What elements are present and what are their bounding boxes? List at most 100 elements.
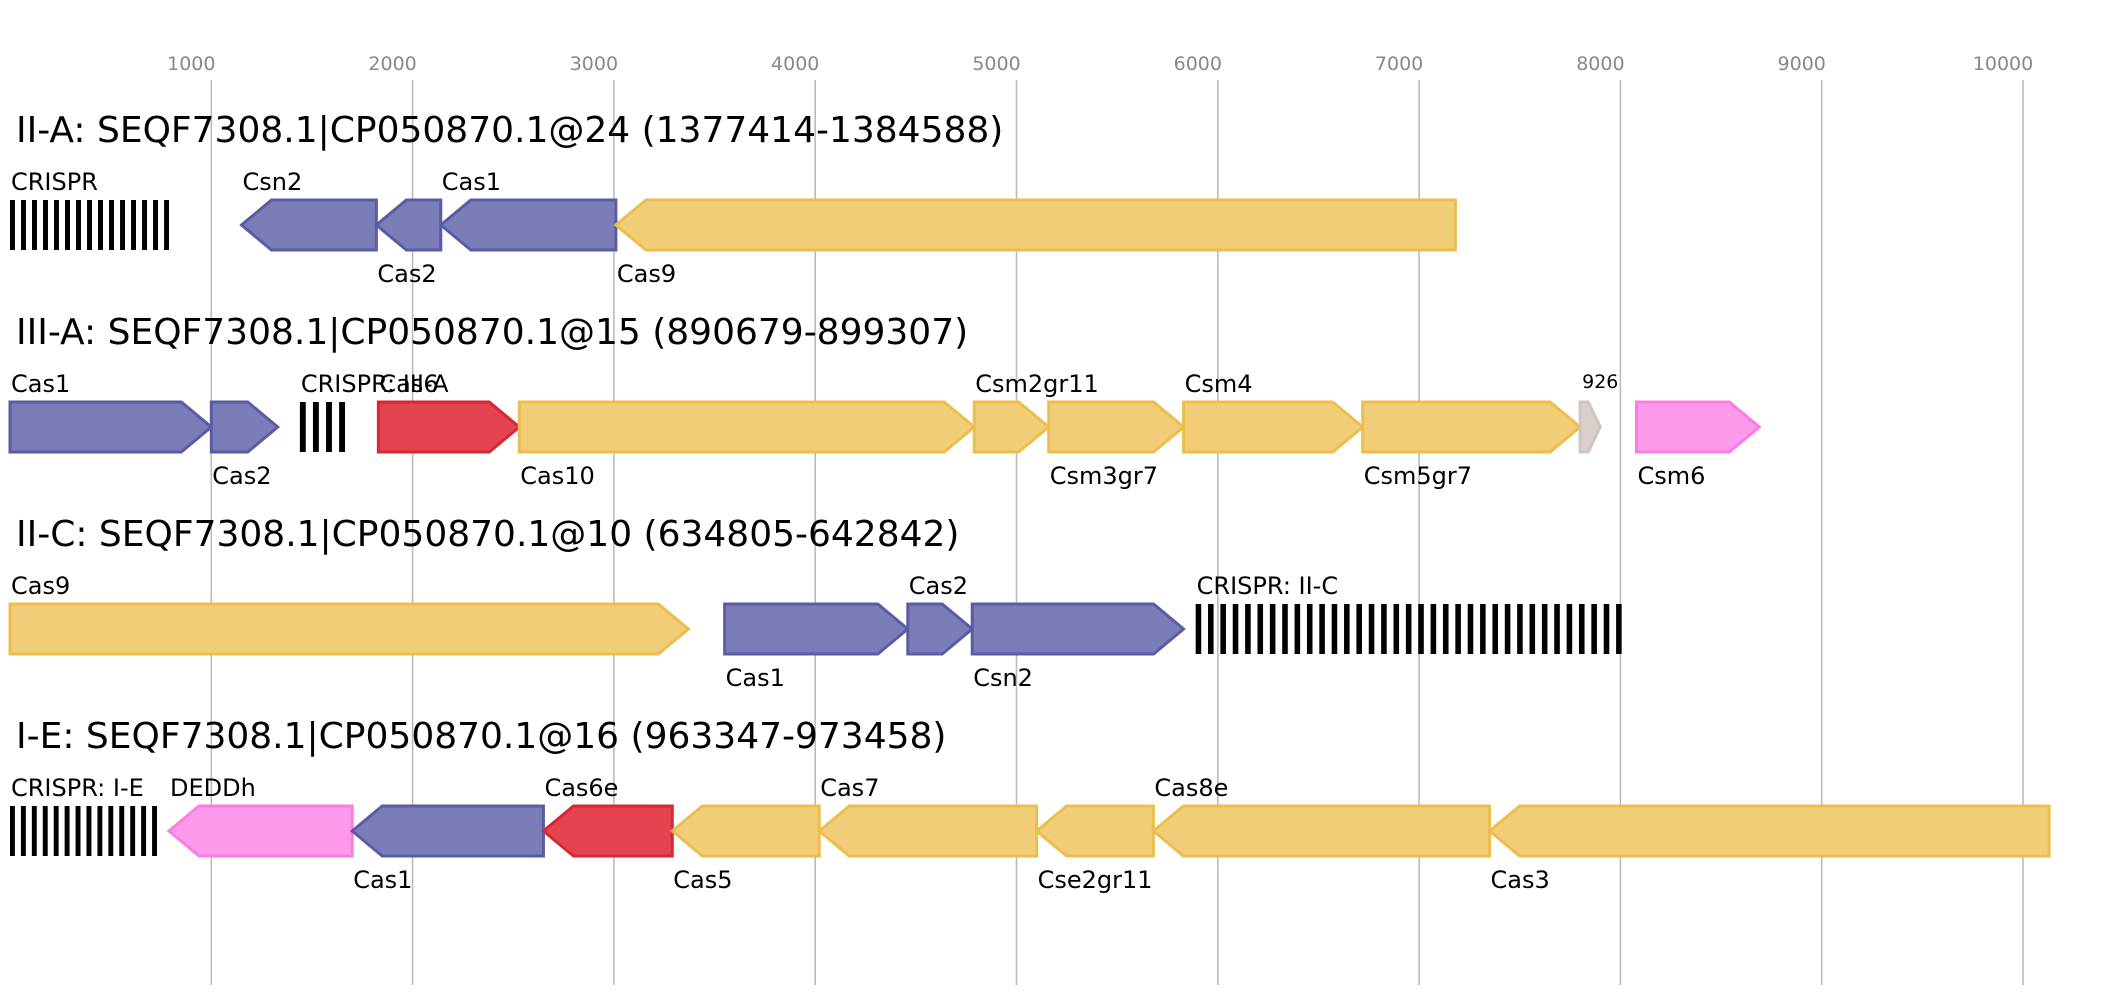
- crispr-repeat: [1442, 604, 1449, 654]
- gene-arrow: [166, 804, 354, 858]
- gene-label: Cas10: [520, 462, 595, 490]
- crispr-repeat: [1541, 604, 1548, 654]
- gene-arrow: [970, 602, 1186, 656]
- gene-arrow: [374, 198, 443, 252]
- track-title: III-A: SEQF7308.1|CP050870.1@15 (890679-…: [16, 312, 968, 353]
- gene-label: Cse2gr11: [1038, 866, 1153, 894]
- crispr-repeat: [108, 806, 114, 856]
- crispr-repeat: [1344, 604, 1350, 654]
- gene-label: Cas9: [11, 572, 70, 600]
- crispr-repeat: [1257, 604, 1264, 654]
- gene-label: Csm6: [1638, 462, 1706, 490]
- crispr-repeat: [1232, 604, 1239, 654]
- crispr-repeat: [153, 200, 159, 250]
- crispr-repeat: [65, 200, 70, 250]
- crispr-repeat: [1319, 604, 1325, 654]
- crispr-repeat: [120, 200, 125, 250]
- crispr-repeat: [1381, 604, 1387, 654]
- x-tick-label: 9000: [1778, 53, 1826, 75]
- gene-label: Cas1: [442, 168, 501, 196]
- gene-label: Cas3: [1491, 866, 1550, 894]
- crispr-repeat: [10, 200, 15, 250]
- gene-arrow: [517, 400, 977, 454]
- crispr-array: [1195, 604, 1622, 654]
- crispr-repeat: [130, 806, 136, 856]
- crispr-repeat: [1368, 604, 1375, 654]
- crispr-array: [10, 806, 157, 856]
- track: II-C: SEQF7308.1|CP050870.1@10 (634805-6…: [8, 514, 1622, 692]
- crispr-repeat: [1455, 604, 1461, 654]
- crispr-repeat: [1245, 604, 1251, 654]
- gene-arrow: [239, 198, 378, 252]
- gene-arrow: [1047, 400, 1186, 454]
- gene-arrow: [209, 400, 281, 454]
- crispr-repeat: [1566, 604, 1573, 654]
- gene-arrow: [8, 602, 691, 656]
- gene-label: Cas6: [379, 370, 438, 398]
- tracks: II-A: SEQF7308.1|CP050870.1@24 (1377414-…: [8, 110, 2051, 894]
- crispr-repeat: [1591, 604, 1597, 654]
- gene-arrow: [906, 602, 975, 656]
- crispr-repeat: [1418, 604, 1424, 654]
- crispr-repeat: [53, 806, 59, 856]
- crispr-repeat: [1269, 604, 1276, 654]
- crispr-repeat: [86, 806, 92, 856]
- gene-label: 926: [1582, 371, 1618, 393]
- crispr-repeat: [109, 200, 114, 250]
- crispr-repeat: [1282, 604, 1288, 654]
- crispr-repeat: [1405, 604, 1412, 654]
- gene-label: Cas2: [909, 572, 968, 600]
- crispr-repeat: [1504, 604, 1511, 654]
- gene-label: Cas5: [673, 866, 732, 894]
- crispr-label: CRISPR: II-C: [1197, 572, 1338, 600]
- gene-label: Cas8e: [1154, 774, 1228, 802]
- crispr-repeat: [339, 402, 346, 452]
- gene-label: Csn2: [973, 664, 1033, 692]
- gene-arrow: [1361, 400, 1583, 454]
- gene-arrow: [669, 804, 821, 858]
- crispr-repeat: [1480, 604, 1486, 654]
- crispr-repeat: [98, 200, 103, 250]
- crispr-repeat: [10, 806, 15, 856]
- gene-arrow: [438, 198, 618, 252]
- track-title: II-A: SEQF7308.1|CP050870.1@24 (1377414-…: [16, 110, 1003, 151]
- gene-arrow: [613, 198, 1457, 252]
- gene-label: Csm5gr7: [1364, 462, 1472, 490]
- gene-label: Cas7: [820, 774, 879, 802]
- track-title: II-C: SEQF7308.1|CP050870.1@10 (634805-6…: [16, 514, 959, 555]
- x-tick-label: 1000: [167, 53, 215, 75]
- gene-label: Cas1: [11, 370, 70, 398]
- x-tick-label: 2000: [368, 53, 416, 75]
- gene-arrow: [1487, 804, 2051, 858]
- gene-arrow: [972, 400, 1052, 454]
- crispr-repeat: [299, 402, 306, 452]
- track: I-E: SEQF7308.1|CP050870.1@16 (963347-97…: [10, 716, 2051, 894]
- gene-label: DEDDh: [170, 774, 256, 802]
- gene-arrow: [723, 602, 911, 656]
- gene-arrow: [376, 400, 522, 454]
- gene-label: Cas2: [377, 260, 436, 288]
- gene-arrow: [1151, 804, 1492, 858]
- gene-arrow: [1182, 400, 1366, 454]
- crispr-repeat: [1517, 604, 1523, 654]
- gene-label: Cas1: [726, 664, 785, 692]
- gene-label: Cas1: [353, 866, 412, 894]
- x-tick-label: 6000: [1174, 53, 1222, 75]
- gene-label: Csm3gr7: [1050, 462, 1158, 490]
- x-tick-label: 5000: [972, 53, 1020, 75]
- crispr-repeat: [141, 806, 147, 856]
- crispr-repeat: [97, 806, 103, 856]
- crispr-repeat: [1554, 604, 1560, 654]
- crispr-repeat: [1529, 604, 1536, 654]
- gene-label: Cas9: [617, 260, 676, 288]
- crispr-repeat: [1393, 604, 1400, 654]
- crispr-label: CRISPR: I-E: [11, 774, 144, 802]
- track: III-A: SEQF7308.1|CP050870.1@15 (890679-…: [8, 312, 1762, 490]
- gene-arrow: [1034, 804, 1155, 858]
- crispr-repeat: [75, 806, 81, 856]
- crispr-repeat: [32, 200, 37, 250]
- crispr-repeat: [1331, 604, 1338, 654]
- crispr-repeat: [1294, 604, 1301, 654]
- crispr-repeat: [42, 806, 48, 856]
